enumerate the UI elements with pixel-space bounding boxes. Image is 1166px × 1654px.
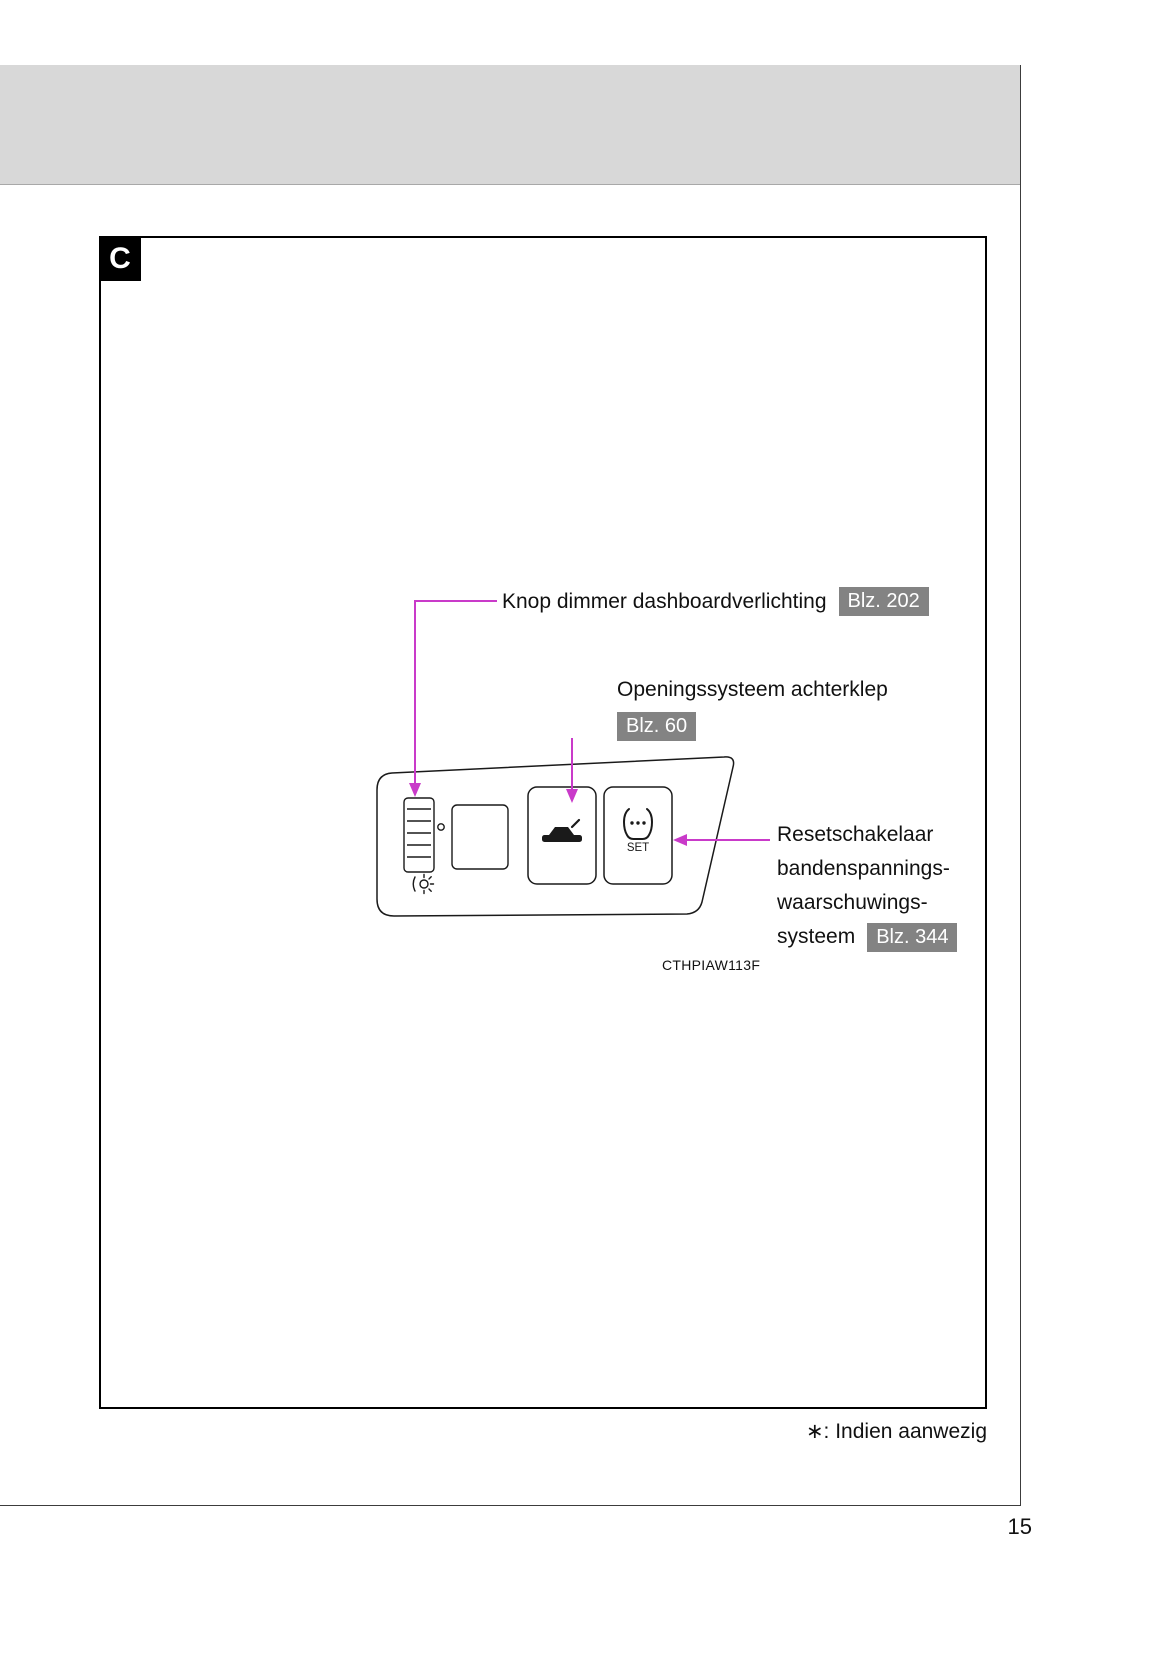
- callout-tpms-line4: systeem: [777, 925, 856, 948]
- dimmer-brightness-icon: [412, 873, 435, 895]
- trunk-open-icon: [542, 818, 582, 842]
- footnote: ∗: Indien aanwezig: [805, 1420, 987, 1443]
- page-ref-badge-tpms: Blz. 344: [867, 922, 958, 952]
- callout-tpms-line1: Resetschakelaar: [777, 823, 934, 846]
- tpms-reset-button: SET: [603, 786, 673, 885]
- callout-dimmer: Knop dimmer dashboardverlichting Blz. 20…: [502, 587, 929, 616]
- callout-tailgate-label: Openingssysteem achterklep: [617, 678, 888, 701]
- section-label-c: C: [99, 236, 141, 281]
- trunk-release-button: [527, 786, 597, 885]
- callout-arrow-dimmer: [409, 600, 497, 797]
- right-rule: [1020, 65, 1021, 1506]
- callout-arrow-tailgate: [566, 738, 578, 803]
- bottom-rule: [0, 1505, 1021, 1506]
- callout-tpms-line3: waarschuwings-: [777, 891, 928, 914]
- switch-panel-figure: SET: [376, 600, 770, 917]
- page-number: 15: [1007, 1514, 1032, 1539]
- tpms-warning-icon: [622, 808, 654, 840]
- figure-code: CTHPIAW113F: [662, 957, 761, 973]
- page-ref-badge-dimmer: Blz. 202: [838, 587, 929, 616]
- callout-tailgate-badge-wrap: Blz. 60: [617, 712, 697, 741]
- dimmer-thumbwheel: [403, 797, 509, 873]
- page-ref-badge-tailgate: Blz. 60: [617, 712, 697, 741]
- callout-arrow-tpms: [673, 834, 770, 846]
- callout-tpms-line2: bandenspannings-: [777, 857, 950, 880]
- header-band: [0, 65, 1021, 185]
- callout-tpms-line4-row: systeem Blz. 344: [777, 920, 958, 954]
- callout-tpms: Resetschakelaar bandenspannings- waarsch…: [777, 818, 958, 954]
- tpms-set-label: SET: [627, 842, 649, 854]
- callout-dimmer-label: Knop dimmer dashboardverlichting: [502, 589, 827, 613]
